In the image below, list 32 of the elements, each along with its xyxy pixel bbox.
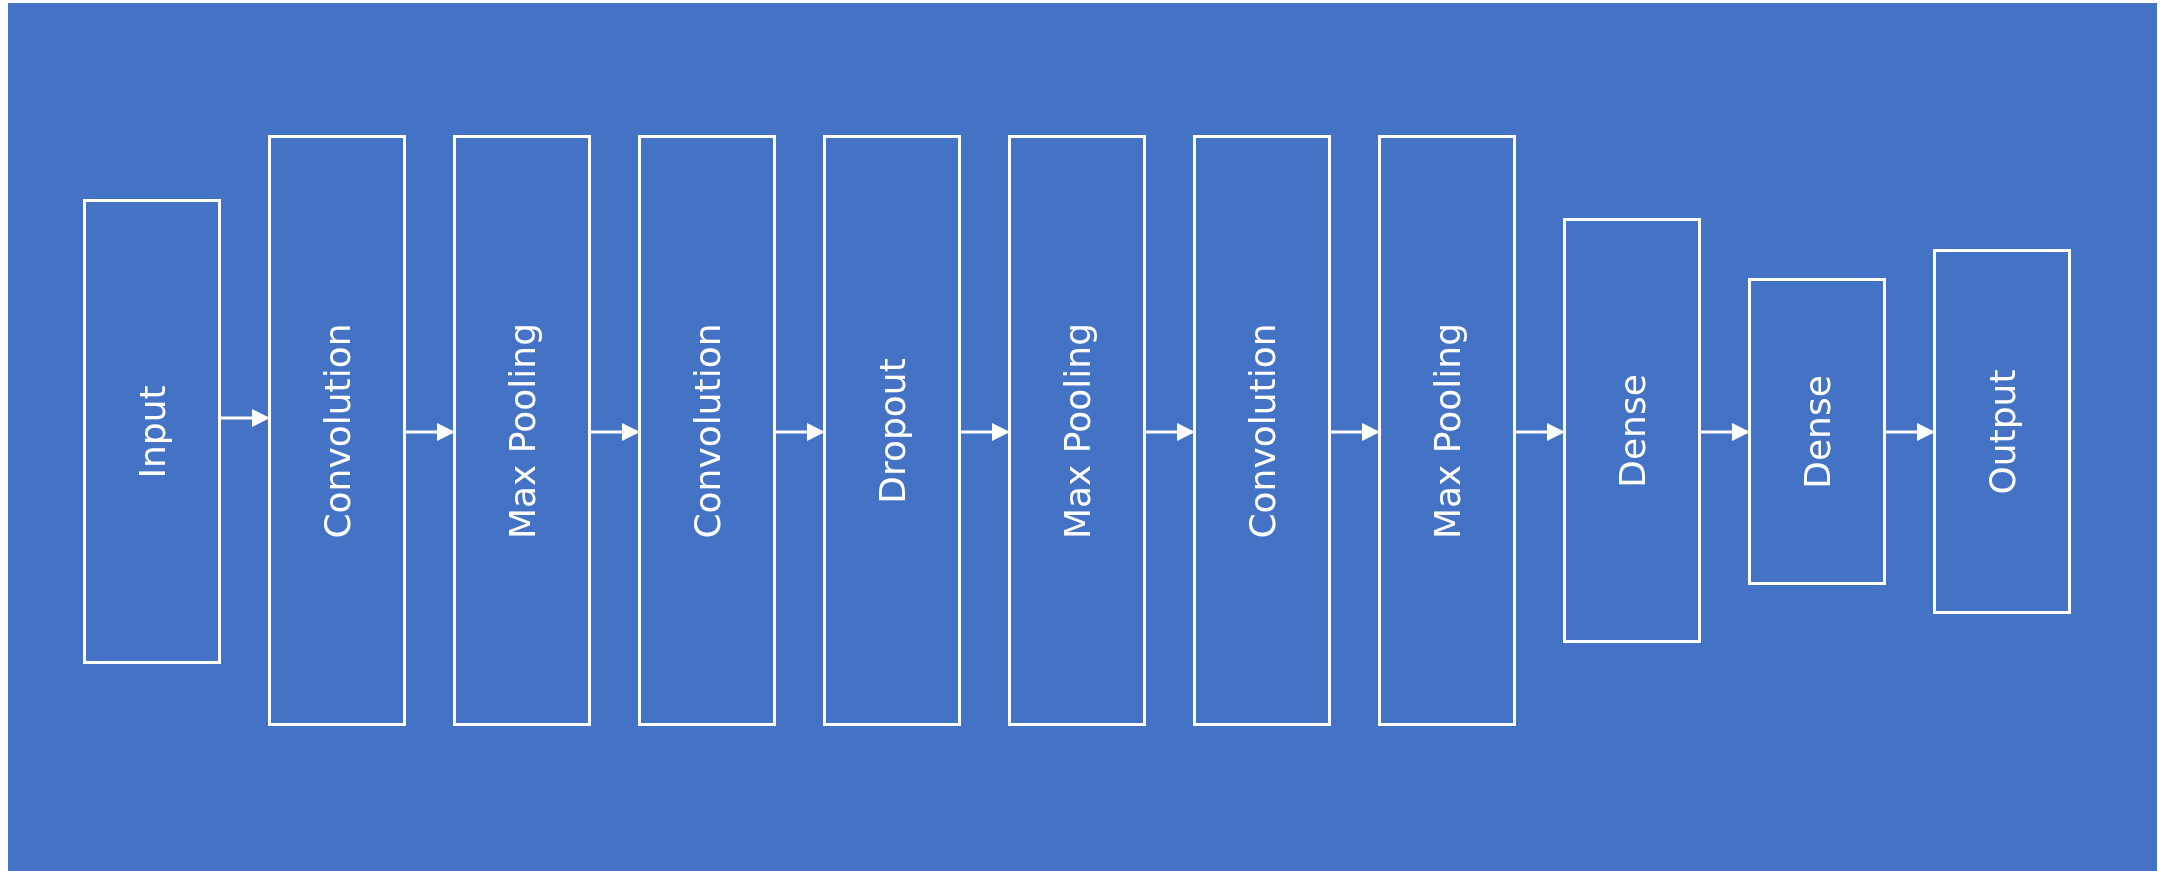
layer-label: Output xyxy=(1981,368,2023,495)
arrow xyxy=(221,409,270,427)
layer-label: Dropout xyxy=(871,357,913,504)
layer-box xyxy=(268,135,406,726)
layer-box xyxy=(1193,135,1331,726)
layer-label: Max Pooling xyxy=(1056,322,1098,539)
arrow xyxy=(1886,423,1935,441)
layer-box xyxy=(1563,218,1701,643)
layer-box xyxy=(1008,135,1146,726)
layer-box xyxy=(1378,135,1516,726)
layer-label: Max Pooling xyxy=(1426,322,1468,539)
arrow xyxy=(1516,423,1565,441)
layer-box xyxy=(638,135,776,726)
arrow xyxy=(1701,423,1750,441)
layer-box xyxy=(83,199,221,664)
arrow xyxy=(776,423,825,441)
arrow xyxy=(406,423,455,441)
layer-label: Dense xyxy=(1796,374,1838,489)
arrow xyxy=(591,423,640,441)
layer-label: Input xyxy=(131,384,173,479)
arrow xyxy=(1146,423,1195,441)
layer-box xyxy=(453,135,591,726)
arrow xyxy=(1331,423,1380,441)
layer-box xyxy=(823,135,961,726)
layer-label: Convolution xyxy=(686,322,728,539)
layer-box xyxy=(1748,278,1886,585)
layer-label: Convolution xyxy=(316,322,358,539)
layer-label: Dense xyxy=(1611,373,1653,488)
layer-label: Max Pooling xyxy=(501,322,543,539)
layer-label: Convolution xyxy=(1241,322,1283,539)
arrow xyxy=(961,423,1010,441)
layer-box xyxy=(1933,249,2071,614)
